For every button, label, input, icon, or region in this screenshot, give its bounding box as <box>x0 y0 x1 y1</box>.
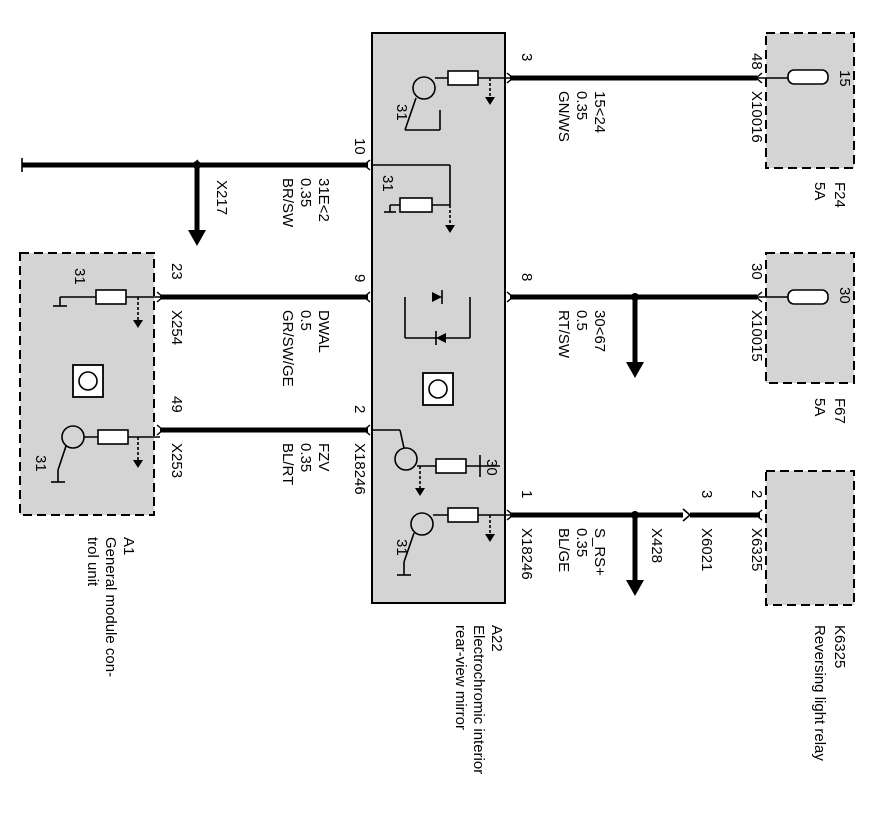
w5-connector: X10015 <box>748 310 765 362</box>
w1-color: BR/SW <box>279 178 296 228</box>
w3-left-pin: 49 <box>168 396 185 413</box>
a22-ground-resistor <box>372 164 455 233</box>
w6-signal: S_RS+ <box>591 528 608 576</box>
a22-transistor-mid <box>372 429 500 496</box>
f24-box <box>765 32 855 169</box>
a1-ground-label-top: 31 <box>71 268 88 285</box>
w3-connector: X253 <box>168 443 185 478</box>
w1-pin: 10 <box>351 138 368 155</box>
a1-code: A1 <box>120 537 137 555</box>
w3-right-pin: 2 <box>351 405 368 413</box>
w6-color: BL/GE <box>555 528 572 572</box>
w6-left-pin: 1 <box>518 490 535 498</box>
w4-connector: X10016 <box>748 91 765 143</box>
a1-ground-label-bottom: 31 <box>32 455 49 472</box>
w2-connector: X254 <box>168 310 185 345</box>
w2-right-pin: 9 <box>351 274 368 282</box>
a22-supply-label: 30 <box>483 459 500 476</box>
w1-connector: X217 <box>213 180 230 215</box>
f24-pin-in: 15 <box>836 70 853 87</box>
f24-rating: 5A <box>811 182 828 200</box>
w2-color: GR/SW/GE <box>279 310 296 387</box>
f67-rating: 5A <box>811 398 828 416</box>
f67-pin-in: 30 <box>836 287 853 304</box>
w6-connector-mid2: X6021 <box>698 528 715 571</box>
w3-signal: FZV <box>315 443 332 471</box>
w5-color: RT/SW <box>555 310 572 359</box>
w5-left-pin: 8 <box>518 273 535 281</box>
k6325-name: Reversing light relay <box>811 625 828 761</box>
k6325-code: K6325 <box>831 625 848 668</box>
k6325-box <box>765 470 855 606</box>
w4-left-pin: 3 <box>518 53 535 61</box>
w2-left-pin: 23 <box>168 263 185 280</box>
w6-right-pin: 2 <box>748 490 765 498</box>
w3-gauge: 0.35 <box>297 443 314 472</box>
a22-ic-symbol <box>422 372 454 406</box>
a22-code: A22 <box>488 625 505 652</box>
a1-resistor <box>95 289 127 305</box>
a1-name-line2: trol unit <box>84 537 101 587</box>
w4-gauge: 0.35 <box>573 91 590 120</box>
w5-signal: 30<67 <box>591 310 608 352</box>
a22-box <box>371 32 506 604</box>
wire-w5 <box>510 293 788 378</box>
w6-connector-mid1: X428 <box>648 528 665 563</box>
a22-name-line1: Electrochromic interior <box>470 625 487 774</box>
w4-right-pin: 48 <box>748 53 765 70</box>
a22-ground-label-mid: 31 <box>379 175 396 192</box>
wire-w6 <box>510 508 760 596</box>
w4-color: GN/WS <box>555 91 572 142</box>
w3-color: BL/RT <box>279 443 296 485</box>
a1-name-line1: General module con- <box>102 537 119 677</box>
f24-code: F24 <box>831 182 848 208</box>
w6-connector: X18246 <box>518 528 535 580</box>
a1-ic-symbol <box>72 364 104 398</box>
f24-fuse <box>787 69 829 85</box>
w6-mid-pin: 3 <box>698 490 715 498</box>
w6-connector-right: X6325 <box>748 528 765 571</box>
w2-signal: DWAL <box>315 310 332 353</box>
a1-ground-circuit <box>53 289 160 328</box>
f67-box <box>765 252 855 384</box>
w1-gauge: 0.35 <box>297 178 314 207</box>
connector-marks <box>156 72 763 521</box>
a22-diodes <box>404 290 471 345</box>
a22-transistor-bottom <box>397 507 510 576</box>
a22-ground-label-top: 31 <box>393 104 410 121</box>
w2-gauge: 0.5 <box>297 310 314 331</box>
w6-gauge: 0.35 <box>573 528 590 557</box>
w5-gauge: 0.5 <box>573 310 590 331</box>
f67-code: F67 <box>831 398 848 424</box>
a22-ground-label-bottom: 31 <box>393 539 410 556</box>
wire-w1 <box>21 158 368 246</box>
w5-right-pin: 30 <box>748 263 765 280</box>
w3-connector-right: X18246 <box>351 443 368 495</box>
f67-fuse <box>787 289 829 305</box>
a1-transistor <box>51 425 160 483</box>
w1-signal: 31E<2 <box>315 178 332 222</box>
a22-transistor-top <box>404 70 510 131</box>
a22-name-line2: rear-view mirror <box>452 625 469 730</box>
w4-signal: 15<24 <box>591 91 608 133</box>
